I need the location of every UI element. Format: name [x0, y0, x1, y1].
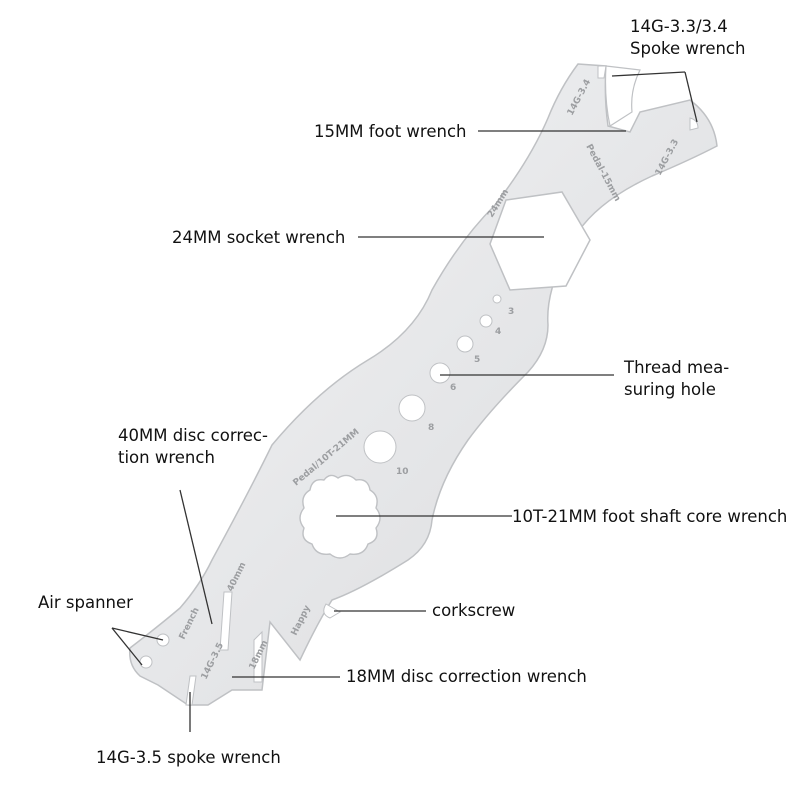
engrave-hole-4: 4 — [495, 327, 501, 337]
slot-18mm — [253, 630, 263, 683]
engrave-hole-5: 5 — [474, 355, 480, 365]
spoke-notch-left — [597, 65, 607, 79]
thread-hole-8 — [398, 394, 426, 422]
label-disc-correction-40mm: 40MM disc correc- tion wrench — [118, 426, 268, 467]
label-spoke-wrench-14g-33: 14G-3.3/3.4 Spoke wrench — [630, 17, 746, 58]
thread-hole-4 — [479, 314, 493, 328]
label-socket-wrench-24mm: 24MM socket wrench — [172, 228, 346, 247]
leader-disc-40 — [179, 489, 213, 625]
label-corkscrew: corkscrew — [432, 601, 516, 620]
leader-lines — [111, 71, 698, 732]
slot-40mm — [219, 591, 233, 651]
foot-wrench-jaw — [604, 65, 641, 127]
label-shaft-core-wrench: 10T-21MM foot shaft core wrench — [512, 507, 788, 526]
leader-air-spanner-2 — [111, 627, 143, 666]
leader-air-spanner-1 — [111, 627, 164, 641]
slot-spoke-35 — [185, 675, 197, 706]
thread-hole-10 — [363, 430, 397, 464]
thread-hole-5 — [456, 335, 474, 353]
shaft-core-spline — [299, 474, 381, 559]
label-air-spanner: Air spanner — [38, 593, 133, 612]
label-thread-measuring-hole: Thread mea- suring hole — [624, 358, 730, 399]
engrave-hole-6: 6 — [450, 383, 456, 393]
corkscrew-notch — [323, 603, 341, 619]
leader-spoke-33-left — [611, 71, 686, 77]
label-foot-wrench-15mm: 15MM foot wrench — [314, 122, 467, 141]
engrave-hole-10: 10 — [396, 467, 409, 477]
engrave-hole-8: 8 — [428, 423, 434, 433]
spoke-notch-right — [689, 117, 699, 131]
thread-hole-3 — [492, 294, 502, 304]
label-disc-correction-18mm: 18MM disc correction wrench — [346, 667, 587, 686]
thread-hole-6 — [429, 362, 451, 384]
hex-socket — [489, 191, 591, 291]
label-spoke-wrench-14g-35: 14G-3.5 spoke wrench — [96, 748, 281, 767]
air-spanner-hole-2 — [139, 655, 153, 669]
tool-body — [128, 63, 718, 706]
engrave-hole-3: 3 — [508, 307, 514, 317]
leader-spoke-33-right — [684, 71, 698, 123]
